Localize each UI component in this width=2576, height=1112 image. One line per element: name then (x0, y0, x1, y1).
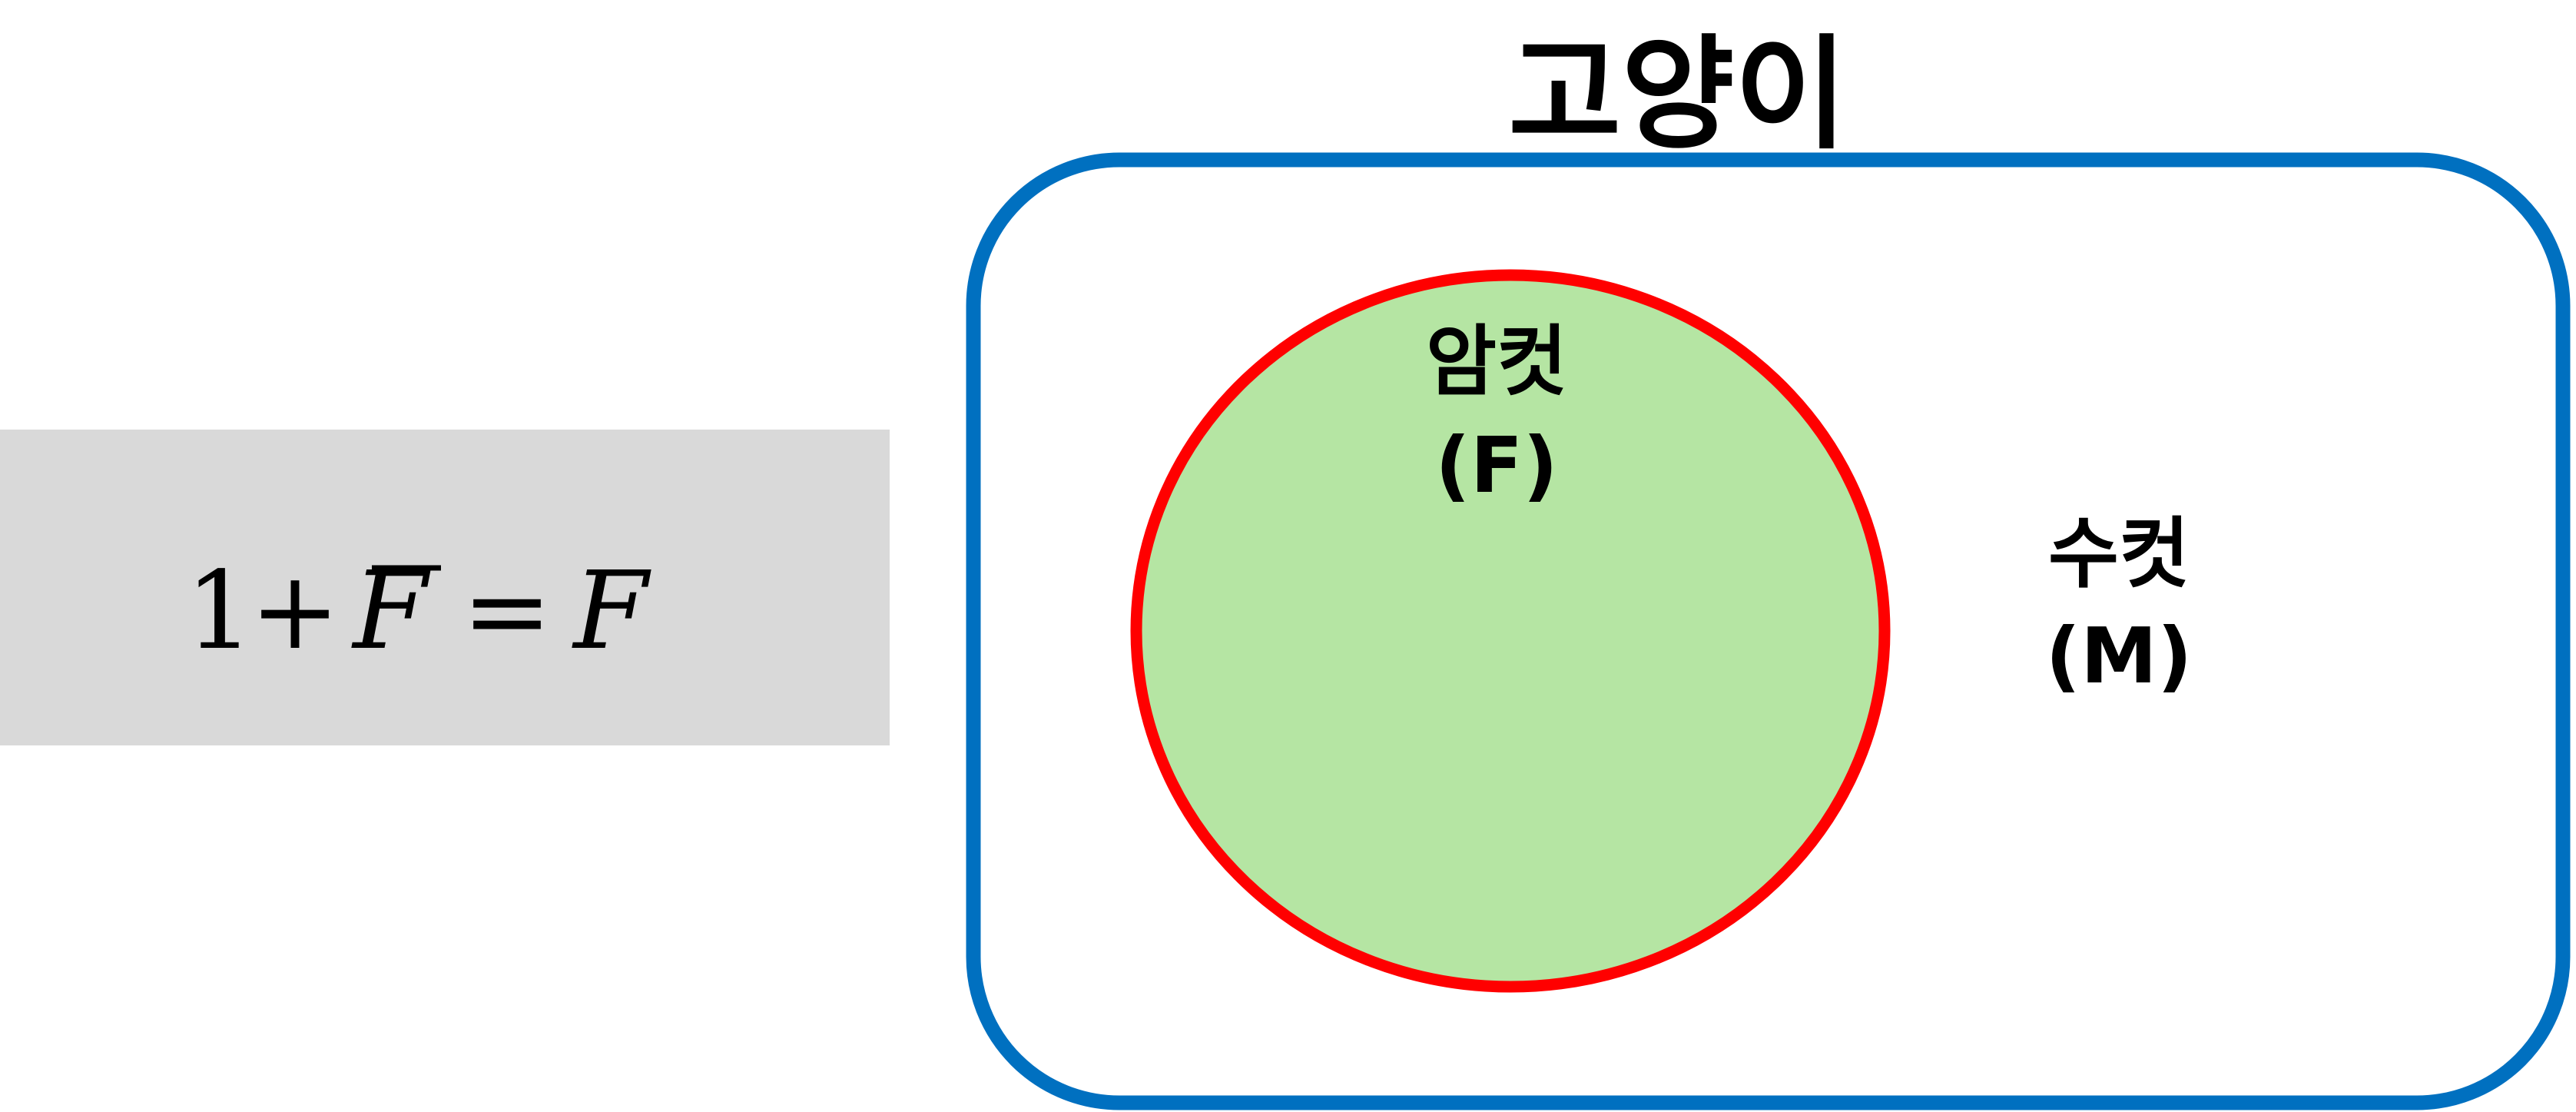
formula-equals: = (462, 549, 552, 674)
subset-female-ellipse (1130, 269, 1891, 993)
formula-one: 1 (185, 549, 254, 674)
formula-box (0, 430, 890, 745)
complement-label-line2: (M) (2046, 611, 2193, 701)
formula-f-left: F (350, 549, 431, 674)
complement-label-line1: 수컷 (2048, 509, 2190, 599)
subset-label-line2: (F) (1435, 420, 1558, 510)
universe-label: 고양이 (1508, 22, 1848, 166)
formula-plus: + (250, 549, 340, 674)
subset-label-line1: 암컷 (1426, 317, 1567, 407)
formula-f-right: F (571, 549, 651, 674)
